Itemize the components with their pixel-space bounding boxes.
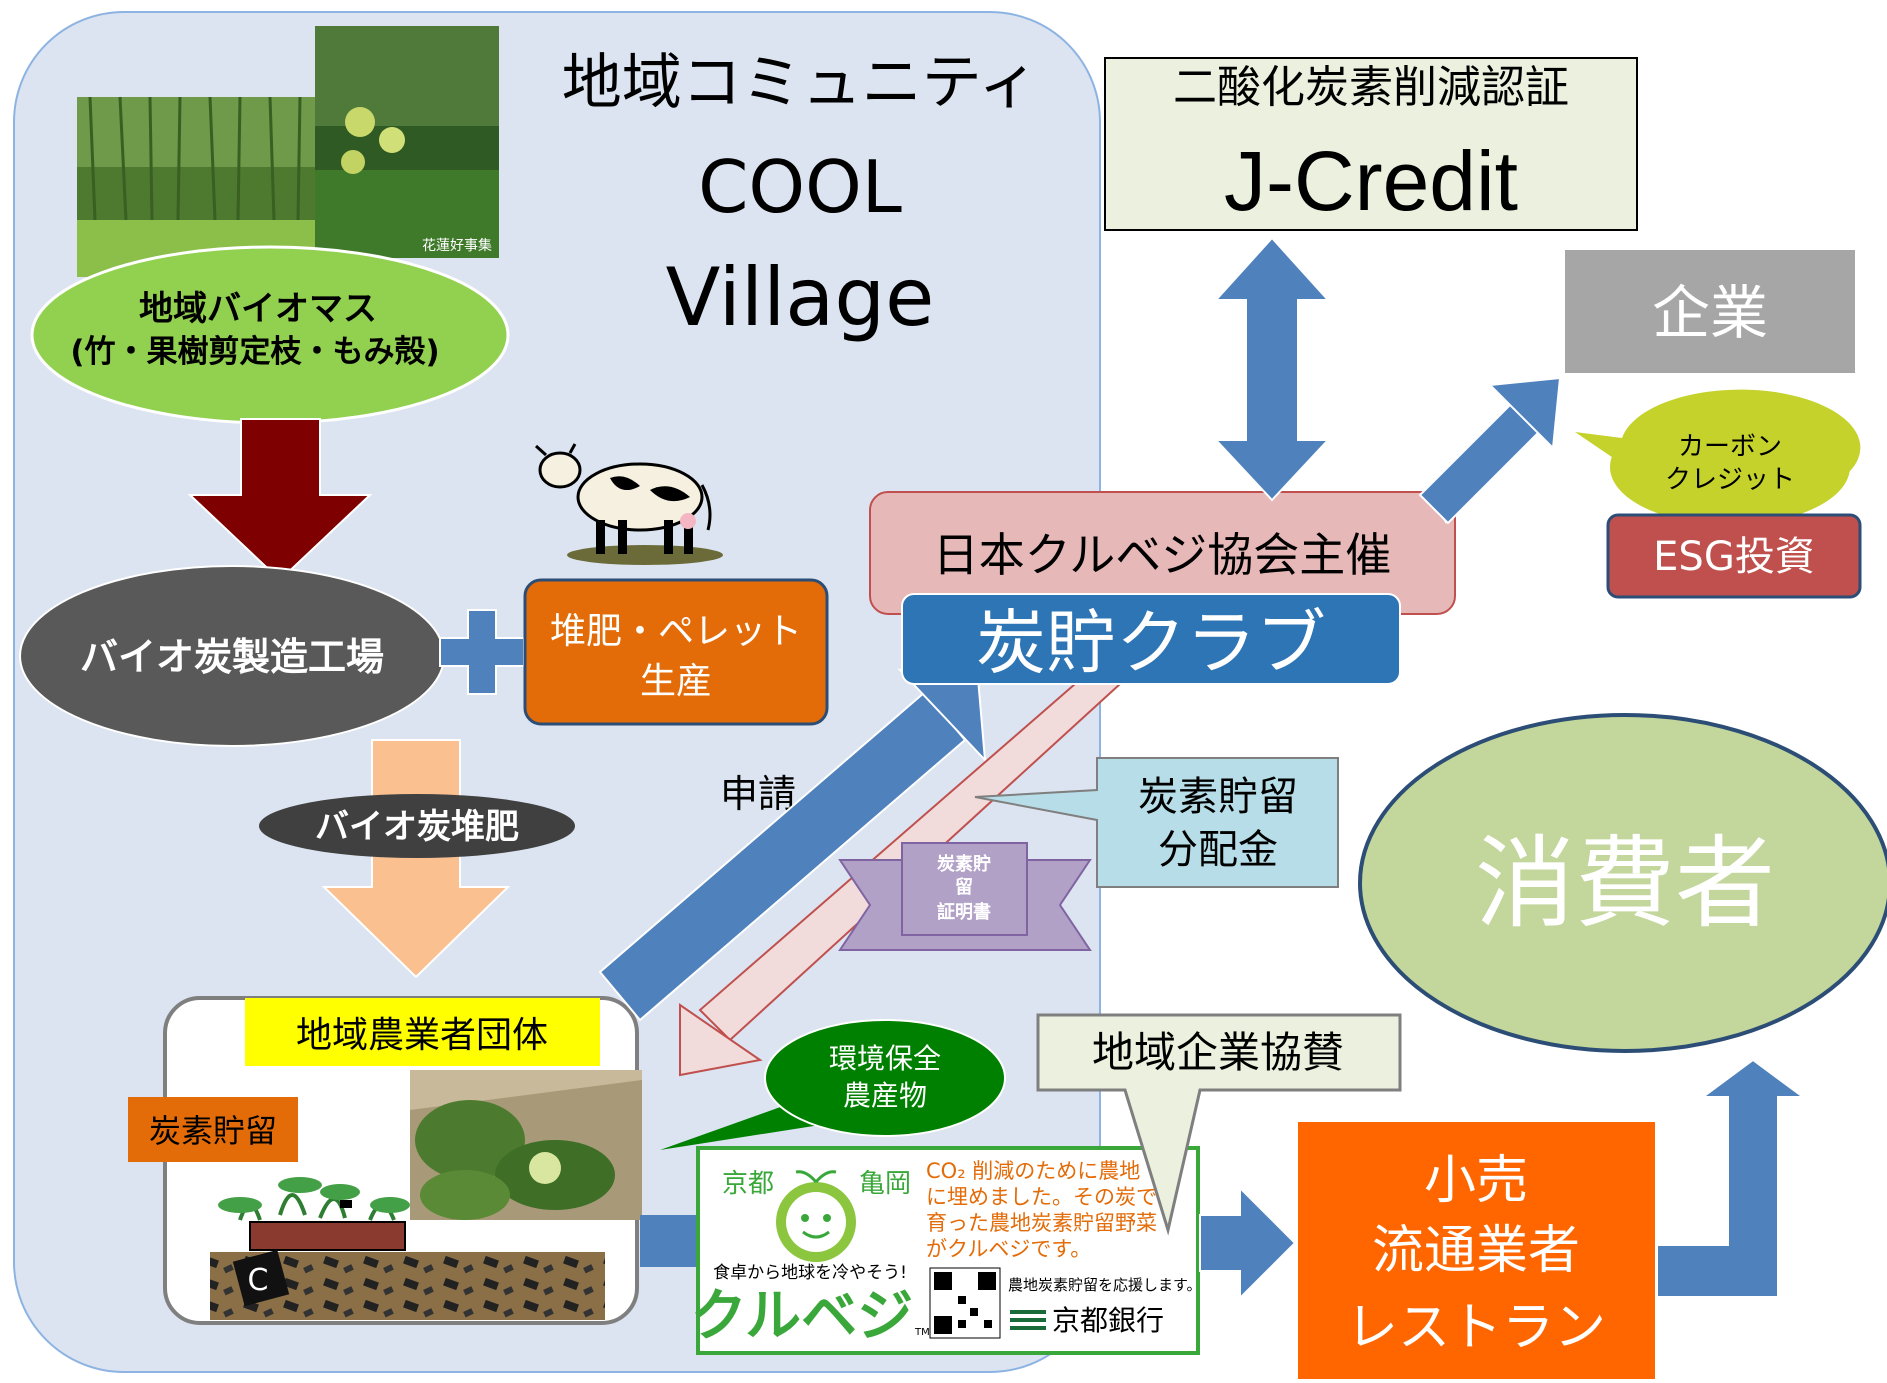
qr-code-icon [929,1267,1001,1339]
carbon-storage-box [128,1097,298,1162]
retail-label-3: レストラン [1346,1298,1606,1358]
club-name-label: 炭貯クラブ [976,602,1326,684]
plus-icon [439,609,525,695]
biochar-compost-label: バイオ炭堆肥 [315,807,519,847]
community-title: 地域コミュニティ [562,48,1038,118]
soil-illustration: C [210,1177,605,1320]
label-msg-3: 育った農地炭素貯留野菜 [926,1211,1157,1235]
carbon-credit-ellipse [1610,409,1850,525]
certificate-box [901,842,1028,936]
label-support: 農地炭素貯留を応援します。 [1008,1276,1202,1294]
label-bank: 京都銀行 [1052,1304,1164,1337]
label-msg-1: CO₂ 削減のために農地 [926,1159,1140,1183]
carbon-credit-label-1: カーボン [1678,432,1782,462]
biomass-label-1: 地域バイオマス [139,289,377,329]
certificate-label-3: 証明書 [937,901,991,923]
retail-box [1298,1122,1655,1379]
compost-label-2: 生産 [640,661,712,702]
credit-subtitle: 二酸化炭素削減認証 [1173,62,1569,113]
carbon-credit-label-2: クレジット [1665,465,1795,495]
company-box [1565,250,1855,373]
photo-caption: 花蓮好事集 [422,237,492,254]
credit-box [1104,57,1638,231]
farmer-group-label: 地域農業者団体 [296,1015,548,1056]
community-title-cool: COOL [698,145,902,229]
apply-label: 申請 [720,772,796,816]
sponsor-callout [1036,1013,1402,1236]
credit-double-arrow [1213,236,1331,502]
club-name-box [901,593,1401,685]
orchard-photo: 花蓮好事集 [315,26,499,258]
compost-box [523,578,829,726]
env-produce-ellipse [764,1019,1006,1137]
community-title-village: Village [666,251,935,344]
return-arrow-head [679,1003,763,1077]
label-msg-2: に埋めました。その炭で [926,1185,1157,1209]
env-produce-pointer [660,1100,820,1150]
certificate-label-1: 炭素貯 [937,853,991,875]
field-photo [410,1070,642,1220]
consumer-label: 消費者 [1475,825,1775,942]
carbon-storage-label: 炭素貯留 [149,1112,277,1150]
label-msg-4: がクルベジです。 [926,1237,1091,1261]
label-to-retail-arrow [1199,1185,1297,1301]
distribution-label-1: 炭素貯留 [1138,774,1298,820]
certificate-label-2: 留 [955,876,973,898]
label-kameoka: 亀岡 [859,1169,911,1199]
kurubeji-label: 京都 亀岡 CO₂ 削減のために農地 に埋めました。その炭で 育った農地炭素貯留… [691,1146,1202,1355]
club-to-company-arrow-body [1418,401,1542,525]
club-to-company-arrow-head [1487,376,1562,451]
factory-to-farm-arrow [321,739,511,979]
club-host-label: 日本クルベジ協会主催 [933,528,1392,582]
env-produce-label-2: 農産物 [843,1079,927,1112]
company-label: 企業 [1652,279,1768,347]
credit-title: J-Credit [1224,134,1518,228]
bank-logo-icon [1010,1310,1046,1330]
distribution-callout [974,757,1339,888]
retail-label-1: 小売 [1424,1151,1528,1211]
farm-to-label-connector [640,1215,700,1267]
factory-label: バイオ炭製造工場 [80,635,384,679]
retail-to-consumer-arrow [1656,1058,1807,1298]
retail-label-2: 流通業者 [1372,1221,1580,1281]
distribution-label-2: 分配金 [1158,827,1278,873]
biomass-label-2: (竹・果樹剪定枝・もみ殻) [70,334,439,370]
bamboo-photo [77,96,317,277]
compost-label-1: 堆肥・ペレット [550,611,802,652]
cow-icon [534,443,723,565]
label-slogan: 食卓から地球を冷やそう! [713,1263,907,1283]
consumer-ellipse [1358,713,1887,1053]
esg-label: ESG投資 [1653,534,1815,580]
label-kyoto: 京都 [722,1169,774,1199]
esg-box [1606,513,1862,599]
carbon-symbol: C [248,1263,269,1298]
biochar-compost-ellipse [259,794,575,858]
label-brand: クルベジ [691,1284,913,1349]
sponsor-label: 地域企業協賛 [1092,1028,1344,1077]
env-produce-label-1: 環境保全 [829,1042,941,1075]
label-tm: TM [914,1327,930,1338]
farmer-group-label-box [245,998,600,1066]
biomass-to-factory-arrow [187,418,373,582]
